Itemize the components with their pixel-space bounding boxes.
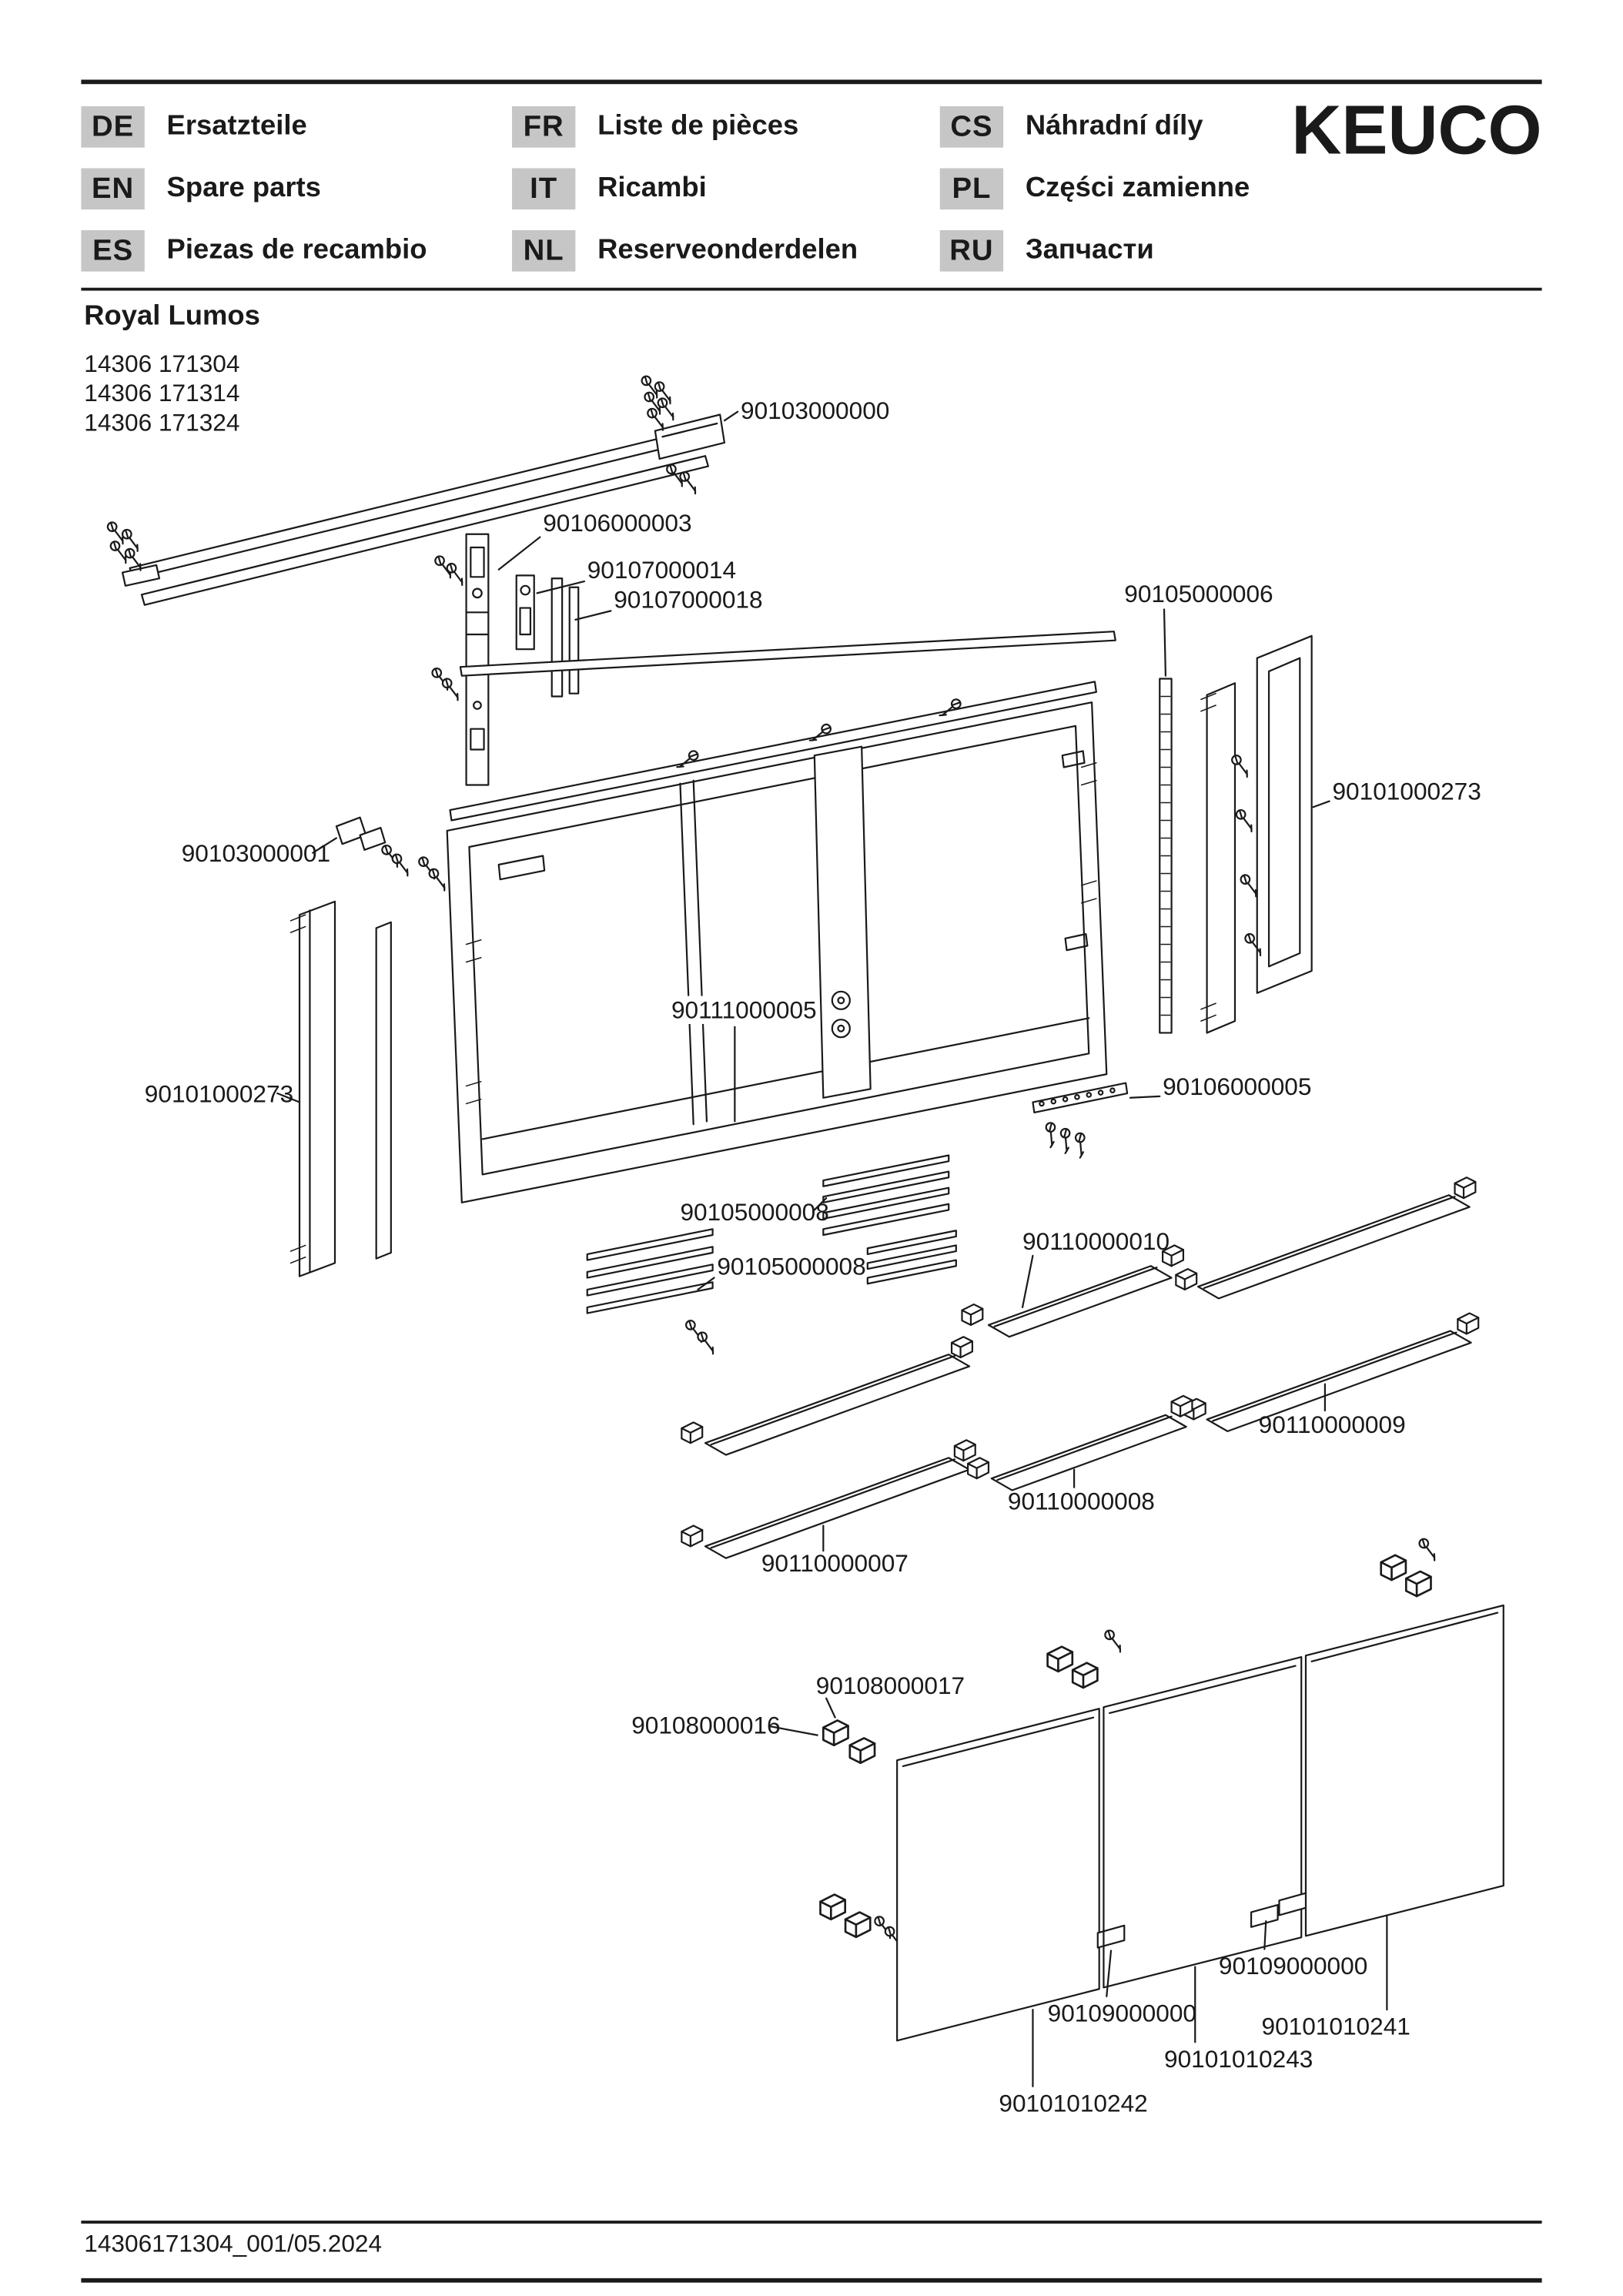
model-number-2: 14306 171314 — [84, 380, 240, 407]
mounting-rail-assembly — [102, 373, 726, 606]
lang-label-es: Piezas de recambio — [166, 234, 427, 266]
model-number-3: 14306 171324 — [84, 410, 240, 437]
part-label-90106000005: 90106000005 — [1163, 1073, 1311, 1100]
lang-label-de: Ersatzteile — [166, 110, 307, 142]
lang-row-cs: CS Náhradní díly — [939, 105, 1203, 148]
lang-label-en: Spare parts — [166, 172, 321, 204]
part-label-90101010243: 90101010243 — [1164, 2045, 1313, 2073]
product-name: Royal Lumos — [84, 300, 260, 333]
lang-row-fr: FR Liste de pièces — [511, 105, 799, 148]
lang-badge-nl: NL — [511, 229, 576, 272]
header-bottom-rule — [81, 287, 1542, 291]
part-label-90109000000-a: 90109000000 — [1219, 1952, 1367, 1980]
footer-bottom-rule — [81, 2278, 1542, 2283]
lang-badge-de: DE — [81, 105, 145, 148]
part-label-90101000273-right: 90101000273 — [1332, 778, 1481, 805]
part-label-90103000000: 90103000000 — [741, 397, 889, 424]
lang-label-it: Ricambi — [597, 172, 707, 204]
lang-label-fr: Liste de pièces — [597, 110, 799, 142]
lang-row-de: DE Ersatzteile — [81, 105, 307, 148]
part-label-90103000001: 90103000001 — [182, 839, 330, 867]
part-label-90105000008-a: 90105000008 — [680, 1198, 828, 1226]
lang-row-en: EN Spare parts — [81, 168, 321, 210]
part-label-90110000009: 90110000009 — [1259, 1411, 1406, 1438]
top-rule — [81, 79, 1542, 85]
part-label-90110000008: 90110000008 — [1008, 1487, 1155, 1514]
footer-top-rule — [81, 2221, 1542, 2224]
lang-badge-es: ES — [81, 229, 145, 272]
part-label-90101010241: 90101010241 — [1261, 2013, 1410, 2040]
part-label-90111000005: 90111000005 — [671, 996, 817, 1023]
led-profile-assembly — [427, 533, 580, 786]
lang-label-pl: Części zamienne — [1025, 172, 1250, 204]
lang-label-nl: Reserveonderdelen — [597, 234, 858, 266]
part-label-90105000006: 90105000006 — [1124, 580, 1273, 607]
part-label-90109000000-b: 90109000000 — [1048, 1999, 1196, 2027]
lang-label-ru: Запчасти — [1025, 234, 1154, 266]
lang-badge-it: IT — [511, 168, 576, 210]
lang-badge-cs: CS — [939, 105, 1004, 148]
lang-row-pl: PL Części zamienne — [939, 168, 1250, 210]
part-label-90110000007: 90110000007 — [761, 1549, 909, 1577]
part-label-90106000003: 90106000003 — [543, 509, 691, 537]
part-label-90101010242: 90101010242 — [999, 2089, 1147, 2117]
left-side-parts — [289, 816, 416, 1277]
part-label-90110000010: 90110000010 — [1022, 1227, 1170, 1255]
bottom-rail — [1032, 1082, 1129, 1159]
lang-badge-fr: FR — [511, 105, 576, 148]
lang-row-ru: RU Запчасти — [939, 229, 1154, 272]
cabinet-body — [413, 631, 1116, 1203]
lang-row-it: IT Ricambi — [511, 168, 707, 210]
glass-shelves — [681, 1176, 1480, 1559]
leader-lines — [276, 410, 1388, 2087]
lang-badge-en: EN — [81, 168, 145, 210]
part-label-90105000008-b: 90105000008 — [717, 1253, 865, 1280]
mirror-doors — [896, 1604, 1504, 2042]
lang-row-es: ES Piezas de recambio — [81, 229, 427, 272]
model-number-1: 14306 171304 — [84, 351, 240, 378]
right-side-parts — [1159, 634, 1313, 1034]
lang-badge-ru: RU — [939, 229, 1004, 272]
part-label-90101000273-left: 90101000273 — [145, 1080, 293, 1108]
lang-badge-pl: PL — [939, 168, 1004, 210]
mounting-strips — [586, 1154, 957, 1355]
part-label-90108000016: 90108000016 — [631, 1712, 780, 1739]
lang-label-cs: Náhradní díly — [1025, 110, 1203, 142]
part-label-90107000018: 90107000018 — [614, 586, 762, 614]
part-labels: 90103000000 90106000003 90107000014 9010… — [145, 397, 1481, 2117]
document-number: 14306171304_001/05.2024 — [84, 2231, 383, 2258]
part-label-90107000014: 90107000014 — [587, 556, 736, 584]
keuco-logo: KEUCO — [1291, 89, 1542, 169]
lang-row-nl: NL Reserveonderdelen — [511, 229, 858, 272]
part-label-90108000017: 90108000017 — [816, 1672, 965, 1699]
